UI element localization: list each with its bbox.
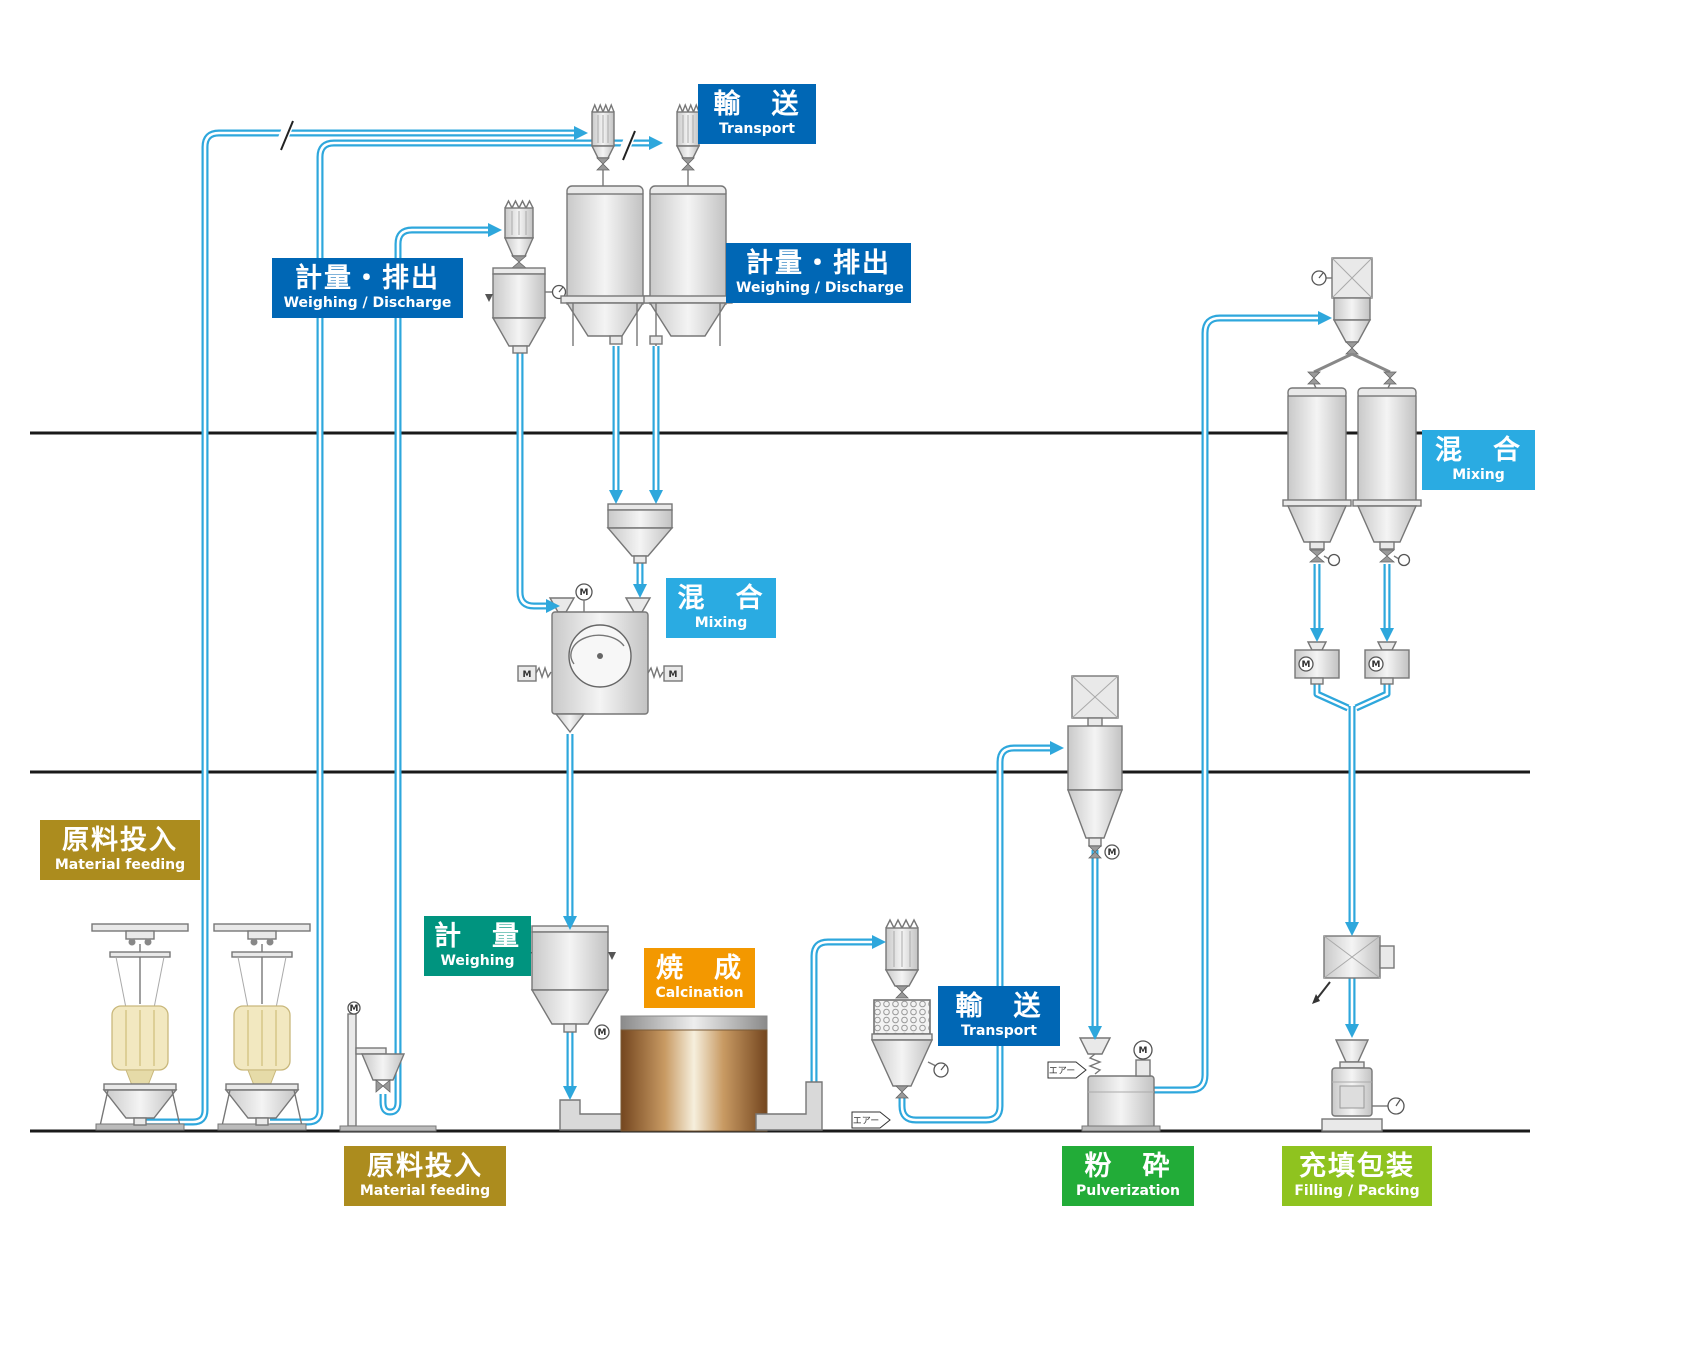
flow-arrow-icon bbox=[872, 935, 886, 949]
label-material-feeding-left-en: Material feeding bbox=[54, 857, 186, 874]
label-weighing-center-en: Weighing bbox=[440, 953, 515, 970]
label-material-feeding-bottom-jp: 原料投入 bbox=[367, 1151, 483, 1182]
motor-label: M bbox=[598, 1028, 607, 1038]
label-mixing-right: 混 合 Mixing bbox=[1422, 430, 1535, 490]
flow-arrow-icon bbox=[633, 584, 647, 598]
dust-collector-icon: M bbox=[1066, 675, 1124, 860]
label-calcination-en: Calcination bbox=[655, 985, 744, 1002]
pipe-break-icon bbox=[274, 117, 296, 150]
rotary-feeder-icon: M bbox=[1364, 641, 1410, 685]
motor-label: M bbox=[350, 1004, 359, 1014]
label-weighing-discharge-right: 計量・排出 Weighing / Discharge bbox=[726, 243, 911, 303]
floor-lines bbox=[30, 431, 1530, 1133]
label-pulverization-jp: 粉 砕 bbox=[1084, 1151, 1172, 1182]
bag-dump-station-icon bbox=[91, 923, 189, 1131]
label-weighing-discharge-left: 計量・排出 Weighing / Discharge bbox=[272, 258, 463, 318]
flow-arrow-icon bbox=[1050, 741, 1064, 755]
flow-arrow-icon bbox=[649, 490, 663, 504]
material-feeding-lift-icon: M bbox=[339, 1001, 437, 1132]
label-weighing-center-jp: 計 量 bbox=[434, 921, 521, 952]
label-calcination: 焼 成 Calcination bbox=[644, 948, 755, 1008]
kiln-feed-duct-icon bbox=[559, 1099, 631, 1131]
flow-arrow-icon bbox=[1380, 628, 1394, 642]
air-inlet-tag: エアー bbox=[851, 1111, 891, 1129]
weighing-hopper-icon: M bbox=[524, 925, 616, 1040]
flow-arrow-icon bbox=[563, 916, 577, 930]
pipe-break-icon bbox=[616, 127, 638, 160]
kiln-discharge-duct-icon bbox=[755, 1081, 823, 1131]
flow-arrow-icon bbox=[649, 136, 663, 150]
label-mixing-center-en: Mixing bbox=[694, 615, 748, 632]
flow-arrow-icon bbox=[563, 1086, 577, 1100]
label-pulverization-en: Pulverization bbox=[1075, 1183, 1181, 1200]
label-transport-mid-jp: 輸 送 bbox=[955, 991, 1043, 1022]
label-filling-packing-jp: 充填包装 bbox=[1299, 1151, 1415, 1182]
flow-arrow-icon bbox=[609, 490, 623, 504]
flow-arrow-icon bbox=[1088, 1026, 1102, 1040]
flow-arrow-icon bbox=[1318, 311, 1332, 325]
air-label: エアー bbox=[1049, 1067, 1075, 1077]
motor-label: M bbox=[523, 670, 532, 680]
label-mixing-center-jp: 混 合 bbox=[677, 583, 765, 614]
label-mixing-center: 混 合 Mixing bbox=[666, 578, 776, 638]
storage-silo-icon bbox=[560, 185, 650, 346]
label-weighing-discharge-right-jp: 計量・排出 bbox=[746, 248, 891, 279]
motor-label: M bbox=[1108, 848, 1117, 858]
surge-hopper-icon bbox=[606, 503, 674, 564]
air-label: エアー bbox=[853, 1117, 879, 1127]
label-transport-top: 輸 送 Transport bbox=[698, 84, 816, 144]
flow-arrow-icon bbox=[1345, 922, 1359, 936]
mixing-silo-icon bbox=[1352, 387, 1422, 567]
silo-top-filter-icon bbox=[675, 103, 701, 188]
equipment: M bbox=[91, 103, 1422, 1132]
label-material-feeding-bottom: 原料投入 Material feeding bbox=[344, 1146, 506, 1206]
label-transport-mid-en: Transport bbox=[961, 1023, 1037, 1040]
flow-arrow-icon bbox=[546, 599, 560, 613]
label-material-feeding-bottom-en: Material feeding bbox=[359, 1183, 491, 1200]
sieve-unit-icon bbox=[870, 999, 949, 1099]
motor-label: M bbox=[1372, 660, 1381, 670]
label-transport-top-jp: 輸 送 bbox=[713, 89, 801, 120]
label-weighing-discharge-left-en: Weighing / Discharge bbox=[283, 295, 452, 312]
motor-label: M bbox=[669, 670, 678, 680]
mixer-icon: M M M bbox=[517, 583, 683, 734]
label-filling-packing: 充填包装 Filling / Packing bbox=[1282, 1146, 1432, 1206]
bag-filter-collector-icon bbox=[1307, 257, 1397, 391]
motor-label: M bbox=[580, 588, 589, 598]
label-material-feeding-left: 原料投入 Material feeding bbox=[40, 820, 200, 880]
transport-filter-icon bbox=[884, 918, 920, 999]
label-filling-packing-en: Filling / Packing bbox=[1294, 1183, 1420, 1200]
label-pulverization: 粉 砕 Pulverization bbox=[1062, 1146, 1194, 1206]
mixing-silo-icon bbox=[1282, 387, 1352, 567]
cyclone-feeder-icon bbox=[503, 199, 535, 269]
label-mixing-right-en: Mixing bbox=[1452, 467, 1505, 484]
sifter-icon bbox=[1312, 935, 1395, 1004]
flow-arrow-icon bbox=[1310, 628, 1324, 642]
flow-arrow-icon bbox=[1345, 1024, 1359, 1038]
motor-label: M bbox=[1139, 1046, 1148, 1056]
rotary-feeder-icon: M bbox=[1294, 641, 1340, 685]
label-material-feeding-left-jp: 原料投入 bbox=[62, 825, 178, 856]
calcination-kiln-icon bbox=[620, 1015, 768, 1132]
label-calcination-jp: 焼 成 bbox=[656, 953, 743, 984]
silo-top-filter-icon bbox=[590, 103, 616, 188]
pipes bbox=[145, 117, 1391, 1126]
label-mixing-right-jp: 混 合 bbox=[1435, 435, 1522, 466]
label-weighing-center: 計 量 Weighing bbox=[424, 916, 531, 976]
flow-arrow-icon bbox=[574, 126, 588, 140]
label-transport-top-en: Transport bbox=[719, 121, 795, 138]
label-transport-mid: 輸 送 Transport bbox=[938, 986, 1060, 1046]
weigh-discharge-hopper-icon bbox=[485, 267, 567, 354]
air-inlet-tag: エアー bbox=[1047, 1061, 1087, 1079]
motor-label: M bbox=[1302, 660, 1311, 670]
label-weighing-discharge-left-jp: 計量・排出 bbox=[295, 263, 440, 294]
bag-dump-station-icon bbox=[213, 923, 311, 1131]
filling-machine-icon bbox=[1321, 1039, 1405, 1132]
flow-arrow-icon bbox=[488, 223, 502, 237]
flow-arrows bbox=[488, 126, 1394, 1100]
storage-silo-icon bbox=[643, 185, 733, 346]
label-weighing-discharge-right-en: Weighing / Discharge bbox=[736, 280, 904, 297]
pulverizer-icon: M bbox=[1078, 1037, 1161, 1132]
